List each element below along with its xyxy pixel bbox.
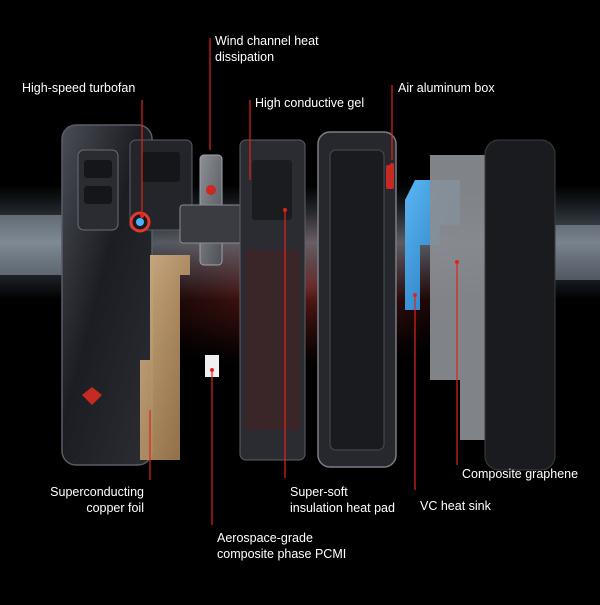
- label-box: Air aluminum box: [398, 81, 495, 95]
- label-graphene: Composite graphene: [462, 467, 579, 481]
- label-gel: High conductive gel: [255, 96, 365, 110]
- label-pad-line2: insulation heat pad: [290, 501, 395, 515]
- leader-lines: [140, 38, 459, 525]
- copper-foil: [140, 255, 190, 460]
- label-wind-channel-line1: Wind channel heat: [215, 34, 319, 48]
- label-copper-foil: Superconducting copper foil: [48, 484, 144, 516]
- label-copper-line2: copper foil: [86, 501, 144, 515]
- back-cover: [484, 139, 556, 471]
- conductive-gel-frame: [239, 139, 306, 461]
- turbofan-module: [129, 139, 193, 233]
- pcmi-pad: [205, 355, 219, 377]
- label-heat-pad: Super-soft insulation heat pad: [290, 484, 395, 516]
- label-vc-heat-sink: VC heat sink: [420, 499, 491, 513]
- aluminum-box-frame: [317, 131, 397, 468]
- label-wind-channel-line2: dissipation: [215, 50, 275, 64]
- label-pcmi: Aerospace-grade composite phase PCMI: [217, 530, 346, 562]
- label-wind-channel: Wind channel heat dissipation: [215, 33, 319, 65]
- label-pad-line1: Super-soft: [290, 485, 348, 499]
- label-copper-line1: Superconducting: [50, 485, 144, 499]
- label-pcmi-line2: composite phase PCMI: [217, 547, 347, 561]
- label-turbofan: High-speed turbofan: [22, 81, 136, 95]
- label-pcmi-line1: Aerospace-grade: [217, 531, 313, 545]
